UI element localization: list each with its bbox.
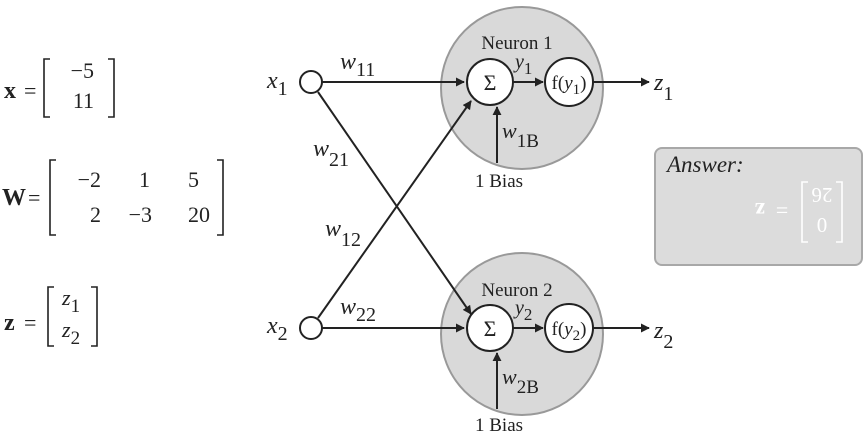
neuron-1-title: Neuron 1 <box>481 33 552 54</box>
weight-label-w21: w21 <box>313 136 349 171</box>
neuron-2: Neuron 2 Σ y2 f(y2) w2B 1 Bias z2 <box>466 280 673 433</box>
neuron-2-activation-label: f(y2) <box>552 319 587 344</box>
output-label-1: z1 <box>653 70 673 105</box>
weight-label-w11: w11 <box>340 49 375 81</box>
output-label-2: z2 <box>653 318 673 353</box>
answer-symbol: z <box>755 198 765 223</box>
z-equals: = <box>24 310 36 335</box>
x-value-1: −5 <box>71 58 94 83</box>
weight-label-w12: w12 <box>325 216 361 251</box>
answer-content-inverted: 0 26 = z <box>755 181 843 243</box>
w-r1c1: −2 <box>78 167 101 192</box>
neuron-2-body <box>440 252 604 416</box>
neuron-1-activation-label: f(y1) <box>552 73 587 98</box>
neuron-1-bias-weight: w1B <box>502 118 539 152</box>
z-symbol: z <box>4 310 15 336</box>
weight-label-w22: w22 <box>340 294 376 326</box>
answer-value-2: 26 <box>812 183 833 207</box>
x-value-2: 11 <box>73 88 94 113</box>
neuron-1-bias-label: 1 Bias <box>475 171 523 192</box>
w-equals: = <box>28 185 40 210</box>
w-r2c3: 20 <box>188 202 210 227</box>
wire-w12 <box>317 100 472 319</box>
x-equals: = <box>24 78 36 103</box>
z-entry-1: z1 <box>61 285 80 317</box>
x-symbol: x <box>4 78 16 104</box>
answer-box: Answer: 0 26 = z <box>654 147 863 266</box>
z-vector-equation: z = z1 z2 <box>4 285 98 349</box>
input-node-1-circle <box>299 70 323 94</box>
neuron-2-y-label: y2 <box>513 297 532 324</box>
z-left-bracket <box>47 286 54 347</box>
w-r1c2: 1 <box>139 167 150 192</box>
answer-left-bracket <box>836 181 843 243</box>
answer-box-panel <box>654 147 863 266</box>
neuron-1: Neuron 1 Σ y1 f(y1) w1B 1 Bias z1 <box>466 33 673 192</box>
input-node-2-circle <box>299 316 323 340</box>
neuron-1-body <box>440 6 604 170</box>
neuron-2-bias-label: 1 Bias <box>475 415 523 433</box>
answer-right-bracket <box>801 181 808 243</box>
z-right-bracket <box>91 286 98 347</box>
neuron-1-y-label: y1 <box>513 51 532 78</box>
answer-value-1: 0 <box>817 213 828 237</box>
z-entry-2: z2 <box>61 317 80 349</box>
w-r1c3: 5 <box>188 167 199 192</box>
w-r2c1: 2 <box>90 202 101 227</box>
answer-equals: = <box>776 198 788 223</box>
input-node-1: x1 <box>266 68 323 100</box>
neuron-2-sigma-icon: Σ <box>484 316 497 341</box>
x-right-bracket <box>108 58 115 118</box>
w-left-bracket <box>49 159 56 236</box>
w-r2c2: −3 <box>129 202 152 227</box>
w-symbol: W <box>2 185 26 211</box>
x-left-bracket <box>43 58 50 118</box>
input-node-2: x2 <box>266 313 323 345</box>
answer-heading: Answer: <box>665 152 744 177</box>
neuron-2-title: Neuron 2 <box>481 280 552 301</box>
input-label-2: x2 <box>266 313 288 345</box>
x-vector-equation: x = −5 11 <box>4 58 115 118</box>
neuron-2-bias-weight: w2B <box>502 364 539 398</box>
neuron-1-sigma-icon: Σ <box>484 70 497 95</box>
input-label-1: x1 <box>266 68 288 100</box>
wire-w21 <box>317 91 472 315</box>
w-right-bracket <box>217 159 224 236</box>
w-matrix-equation: W = −2 1 5 2 −3 20 <box>2 159 224 236</box>
